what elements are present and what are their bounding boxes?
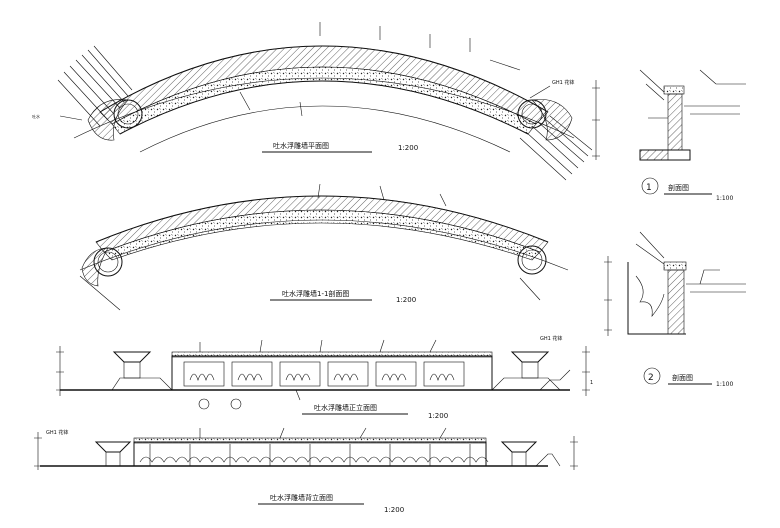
back-title: 吐水浮雕墙背立面图 bbox=[270, 493, 333, 502]
front-bowl-right bbox=[491, 351, 571, 391]
plan-note-left: 吐水 bbox=[32, 113, 40, 119]
detail-section-1: 1 剖面图 1:100 bbox=[592, 69, 746, 202]
front-section-mark: 1 bbox=[590, 380, 593, 386]
front-relief-panels bbox=[183, 361, 465, 387]
front-elevation-view: 吐水浮雕墙正立面图 1:200 GH1 花钵 1 bbox=[56, 335, 593, 420]
plan-section-scale: 1:200 bbox=[396, 296, 416, 304]
detail1-number: 1 bbox=[646, 183, 652, 193]
detail1-title: 剖面图 bbox=[668, 183, 689, 192]
plan-title: 吐水浮雕墙平面图 bbox=[273, 141, 329, 150]
detail2-title: 剖面图 bbox=[672, 373, 693, 382]
detail2-scale: 1:100 bbox=[716, 381, 733, 388]
back-scale: 1:200 bbox=[384, 506, 404, 514]
section-planter-right bbox=[517, 245, 547, 275]
back-bowl-left bbox=[94, 441, 132, 467]
front-title: 吐水浮雕墙正立面图 bbox=[314, 403, 377, 412]
plan-section-view: 吐水浮雕墙1-1剖面图 1:200 bbox=[79, 183, 569, 311]
plan-right-steps bbox=[519, 115, 593, 181]
front-bowl-left bbox=[111, 351, 173, 391]
back-gh1-label: GH1 花钵 bbox=[46, 429, 68, 436]
detail2-number: 2 bbox=[648, 373, 654, 383]
plan-left-steps bbox=[57, 45, 133, 127]
section-planter-left bbox=[81, 247, 123, 287]
plan-planter-right bbox=[517, 99, 573, 141]
detail-section-2: 2 剖面图 1:100 bbox=[604, 231, 746, 388]
plan-section-title: 吐水浮雕墙1-1剖面图 bbox=[282, 289, 349, 298]
plan-gh1-label: GH1 花钵 bbox=[552, 79, 574, 86]
front-gh1-label: GH1 花钵 bbox=[540, 335, 562, 342]
back-bowl-right bbox=[500, 441, 561, 467]
front-scale: 1:200 bbox=[428, 412, 448, 420]
detail1-scale: 1:100 bbox=[716, 195, 733, 202]
plan-planter-left bbox=[87, 99, 143, 141]
back-elevation-view: 吐水浮雕墙背立面图 1:200 GH1 花钵 bbox=[34, 427, 578, 514]
plan-scale: 1:200 bbox=[398, 144, 418, 152]
plan-view: 吐水浮雕墙平面图 1:200 GH1 花钵 吐水 bbox=[32, 22, 593, 181]
